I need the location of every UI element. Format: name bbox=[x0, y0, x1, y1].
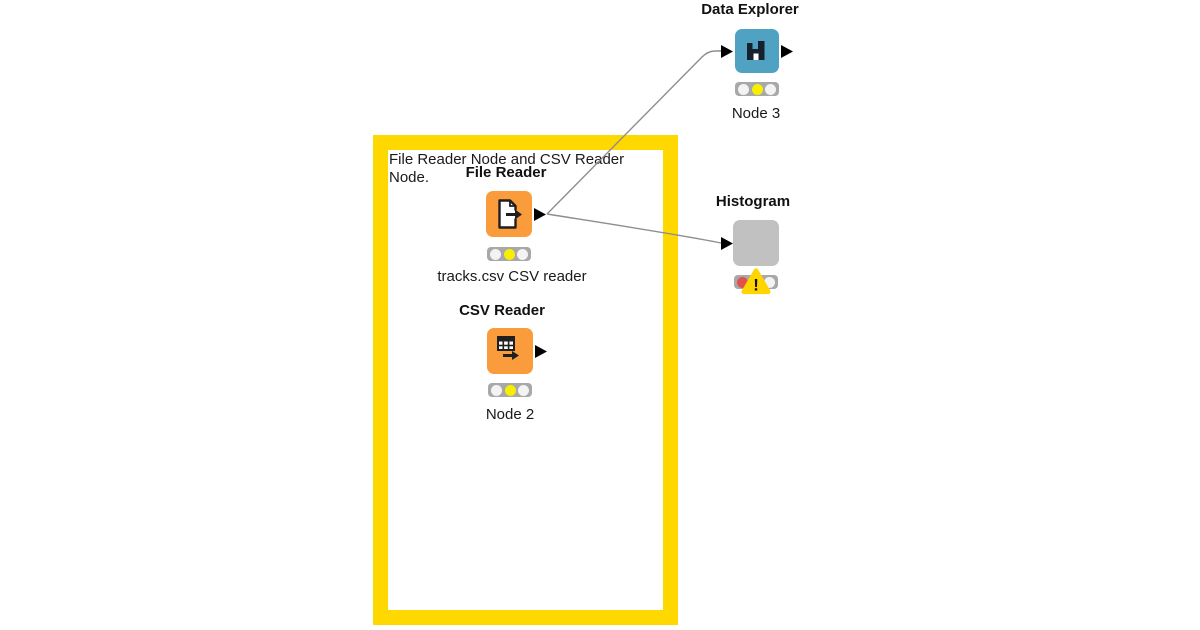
histogram-title: Histogram bbox=[715, 193, 791, 210]
csv-reader-title: CSV Reader bbox=[459, 302, 545, 319]
status-light-green-slot bbox=[518, 384, 530, 396]
csv-reader-label: Node 2 bbox=[485, 406, 535, 423]
data-explorer-node[interactable] bbox=[735, 29, 779, 73]
csv-reader-output-port[interactable] bbox=[535, 344, 547, 358]
status-light-green-slot bbox=[764, 276, 776, 288]
file-reader-title: File Reader bbox=[465, 164, 547, 181]
warning-exclamation: ! bbox=[753, 275, 759, 294]
table-export-icon bbox=[497, 336, 519, 360]
histogram-node[interactable] bbox=[733, 220, 779, 266]
status-light-yellow-slot bbox=[503, 248, 515, 260]
file-reader-node[interactable] bbox=[486, 191, 532, 237]
status-light-green-slot bbox=[765, 83, 777, 95]
data-explorer-status-light bbox=[735, 82, 779, 96]
warning-icon: ! bbox=[741, 268, 771, 294]
file-reader-status-light bbox=[487, 247, 531, 261]
histogram-icon bbox=[747, 41, 765, 60]
data-explorer-output-port[interactable] bbox=[781, 44, 793, 58]
status-light-red-slot bbox=[489, 248, 501, 260]
status-light-red-slot bbox=[736, 276, 748, 288]
data-explorer-title: Data Explorer bbox=[701, 1, 799, 18]
file-export-icon bbox=[498, 199, 522, 229]
status-light-yellow-slot bbox=[504, 384, 516, 396]
data-explorer-label: Node 3 bbox=[731, 105, 781, 122]
status-light-red-slot bbox=[490, 384, 502, 396]
status-light-red-slot bbox=[737, 83, 749, 95]
file-reader-output-port[interactable] bbox=[534, 207, 546, 221]
connection-file-reader-to-histogram[interactable] bbox=[546, 213, 722, 244]
csv-reader-node[interactable] bbox=[487, 328, 533, 374]
annotation-text: File Reader Node and CSV Reader Node. bbox=[389, 151, 625, 186]
connection-file-reader-to-data-explorer[interactable] bbox=[546, 50, 721, 215]
csv-reader-status-light bbox=[488, 383, 532, 397]
status-light-yellow-slot bbox=[751, 83, 763, 95]
status-light-green-slot bbox=[517, 248, 529, 260]
data-explorer-input-port[interactable] bbox=[721, 44, 733, 58]
histogram-input-port[interactable] bbox=[721, 236, 733, 250]
file-reader-label: tracks.csv CSV reader bbox=[437, 268, 587, 285]
